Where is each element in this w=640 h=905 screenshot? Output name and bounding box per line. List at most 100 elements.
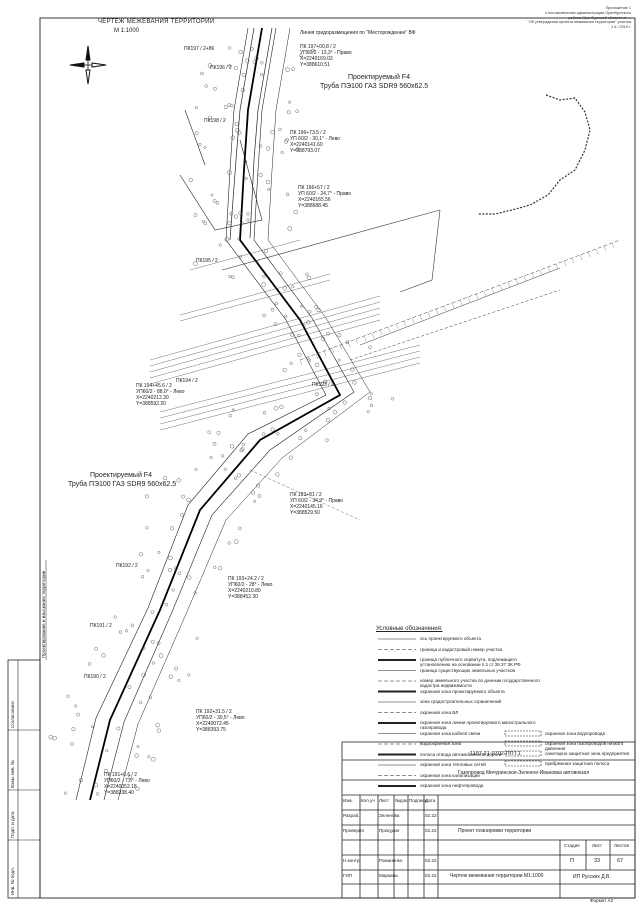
- tree-symbol: [306, 320, 311, 325]
- tree-symbol: [262, 313, 266, 318]
- tree-symbol: [369, 392, 373, 396]
- legend-item: охранная зона ВЛ: [420, 709, 459, 715]
- side-stamp-cell: Подп. и дата: [10, 811, 15, 838]
- stamp-company: ИП Русских Д.В.: [573, 874, 611, 880]
- picket-line: УП60/2 - 28° - Лево: [228, 582, 273, 588]
- tree-symbol: [325, 438, 329, 442]
- tree-symbol: [241, 442, 245, 446]
- tree-symbol: [156, 728, 161, 733]
- pipe-label-top-1: Проектируемый F4: [348, 74, 410, 81]
- tree-symbol: [63, 791, 67, 795]
- appendix-line: района Оренбургской области от ...: [568, 15, 632, 20]
- tree-symbol: [227, 103, 232, 107]
- hatch-tick: [323, 350, 327, 357]
- tree-symbol: [140, 575, 145, 579]
- picket-line: ПК 191+0.6 / 2: [104, 772, 138, 778]
- hatch-tick: [531, 272, 535, 279]
- drawing-title: ЧЕРТЕЖ МЕЖЕВАНИЯ ТЕРРИТОРИИ: [98, 19, 215, 25]
- side-stamp-cell: Взам. инв. №: [10, 760, 15, 788]
- tree-symbol: [231, 408, 236, 412]
- stamp-role: Н.контр.: [343, 858, 361, 863]
- tree-symbol: [279, 404, 284, 409]
- tree-symbol: [223, 105, 228, 110]
- tree-symbol: [93, 783, 99, 788]
- stamp-role: ГИП: [343, 873, 353, 878]
- hatch-tick: [459, 299, 463, 306]
- legend-item: прибрежная защитная полоса: [545, 761, 610, 766]
- tree-symbol: [76, 712, 80, 717]
- tree-symbol: [212, 441, 217, 446]
- tree-symbol: [147, 755, 151, 759]
- tree-symbol: [151, 661, 155, 665]
- tree-symbol: [261, 282, 266, 287]
- tree-symbol: [288, 455, 293, 460]
- tree-symbol: [186, 497, 191, 503]
- tree-symbol: [234, 121, 239, 126]
- tree-symbol: [263, 249, 269, 254]
- picket-line: УП60/2 - 13,3° - Право: [300, 50, 352, 56]
- side-stamp-cell: Инв. № подл.: [10, 866, 15, 895]
- tree-symbol: [283, 314, 288, 319]
- picket-line: X=2240210.80: [228, 588, 261, 594]
- stamp-col-date: Дата: [425, 798, 436, 803]
- tree-symbol: [245, 58, 250, 63]
- tree-symbol: [170, 526, 175, 531]
- drawing-scale: М 1:1000: [114, 28, 140, 34]
- tree-symbol: [238, 49, 243, 55]
- tree-symbol: [173, 566, 178, 571]
- tree-symbol: [134, 753, 139, 758]
- legend-swatch: [504, 750, 542, 757]
- legend-swatch: [504, 740, 542, 747]
- tree-symbol: [267, 187, 271, 191]
- tree-symbol: [138, 700, 143, 705]
- tree-symbol: [171, 588, 175, 592]
- tree-symbol: [297, 352, 302, 357]
- tree-symbol: [258, 144, 263, 148]
- tree-symbol: [210, 193, 214, 197]
- tree-symbol: [212, 199, 217, 203]
- appendix-line: к постановлению администрации Оренбургск…: [545, 10, 631, 15]
- tree-symbol: [295, 147, 300, 151]
- tree-symbol: [216, 430, 221, 435]
- tree-symbol: [88, 662, 92, 666]
- tree-symbol: [96, 792, 100, 796]
- legend-item: охранная зона проектируемого объекта: [420, 688, 505, 694]
- legend-item: граница существующих земельных участков: [420, 667, 515, 673]
- tree-symbol: [136, 745, 140, 749]
- tree-symbol: [90, 725, 94, 729]
- hatch-tick: [475, 293, 479, 300]
- stamp-role: Проверил: [343, 828, 365, 833]
- tree-symbol: [304, 428, 308, 432]
- tree-symbol: [249, 46, 254, 51]
- picket-line: Y=388610.51: [300, 62, 330, 68]
- tree-symbol: [282, 368, 287, 373]
- stamp-sheets-value: 67: [617, 858, 624, 864]
- tree-symbol: [254, 56, 259, 61]
- tree-symbol: [262, 411, 267, 415]
- tree-symbol: [180, 513, 184, 517]
- tree-symbol: [273, 406, 278, 411]
- picket-line: Y=388452.30: [228, 594, 258, 600]
- tree-symbol: [70, 742, 74, 746]
- tree-symbol: [168, 555, 173, 561]
- hatch-tick: [579, 254, 583, 261]
- tree-symbol: [218, 243, 222, 247]
- tree-symbol: [203, 145, 207, 149]
- tree-symbol: [273, 322, 278, 327]
- tree-symbol: [240, 88, 245, 92]
- tree-symbol: [103, 768, 109, 773]
- hatch-tick: [379, 329, 383, 336]
- appendix-note: Приложение 1 к постановлению администрац…: [505, 6, 631, 30]
- tree-symbol: [297, 333, 301, 338]
- stamp-col-sign: Подпись: [409, 798, 428, 803]
- picket-line: Y=388338.40: [104, 790, 134, 796]
- tree-symbol: [282, 286, 287, 291]
- stamp-col-ndoc: №док.: [395, 798, 409, 803]
- tree-symbol: [266, 146, 271, 151]
- tree-symbol: [71, 727, 76, 732]
- picket-line: ПК 192+31.5 / 2: [196, 709, 232, 715]
- tree-symbol: [150, 639, 155, 644]
- picket-line: Y=388592.20: [136, 401, 166, 407]
- picket-line: X=2240072.45: [196, 721, 229, 727]
- tree-symbol: [204, 84, 208, 88]
